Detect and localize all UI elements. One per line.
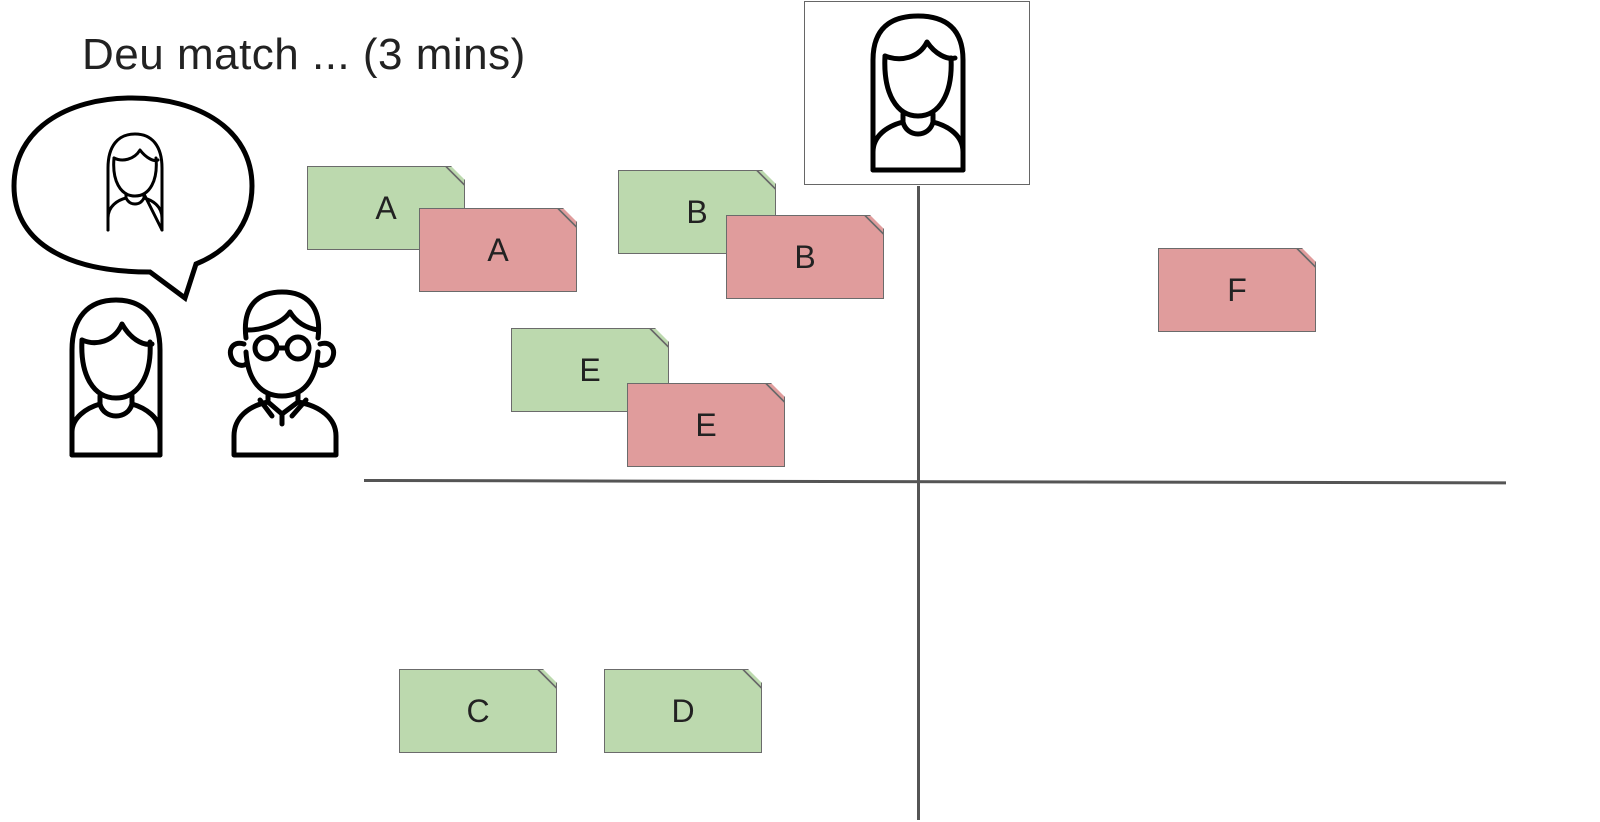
persona-card — [804, 1, 1030, 185]
sticky-note-f-red[interactable]: F — [1158, 248, 1316, 332]
sticky-note-c-green[interactable]: C — [399, 669, 557, 753]
sticky-note-b-red[interactable]: B — [726, 215, 884, 299]
sticky-note-a-red[interactable]: A — [419, 208, 577, 292]
vertical-axis — [917, 186, 920, 820]
page-title: Deu match ... (3 mins) — [82, 30, 526, 79]
woman-small-icon — [106, 132, 164, 232]
woman-icon — [69, 297, 163, 458]
speech-bubble-icon — [11, 95, 255, 303]
persona-woman-icon — [870, 13, 966, 173]
horizontal-axis — [363, 479, 1507, 485]
man-glasses-icon — [227, 289, 339, 458]
sticky-note-e-red[interactable]: E — [627, 383, 785, 467]
sticky-note-d-green[interactable]: D — [604, 669, 762, 753]
people-illustration — [11, 95, 339, 458]
